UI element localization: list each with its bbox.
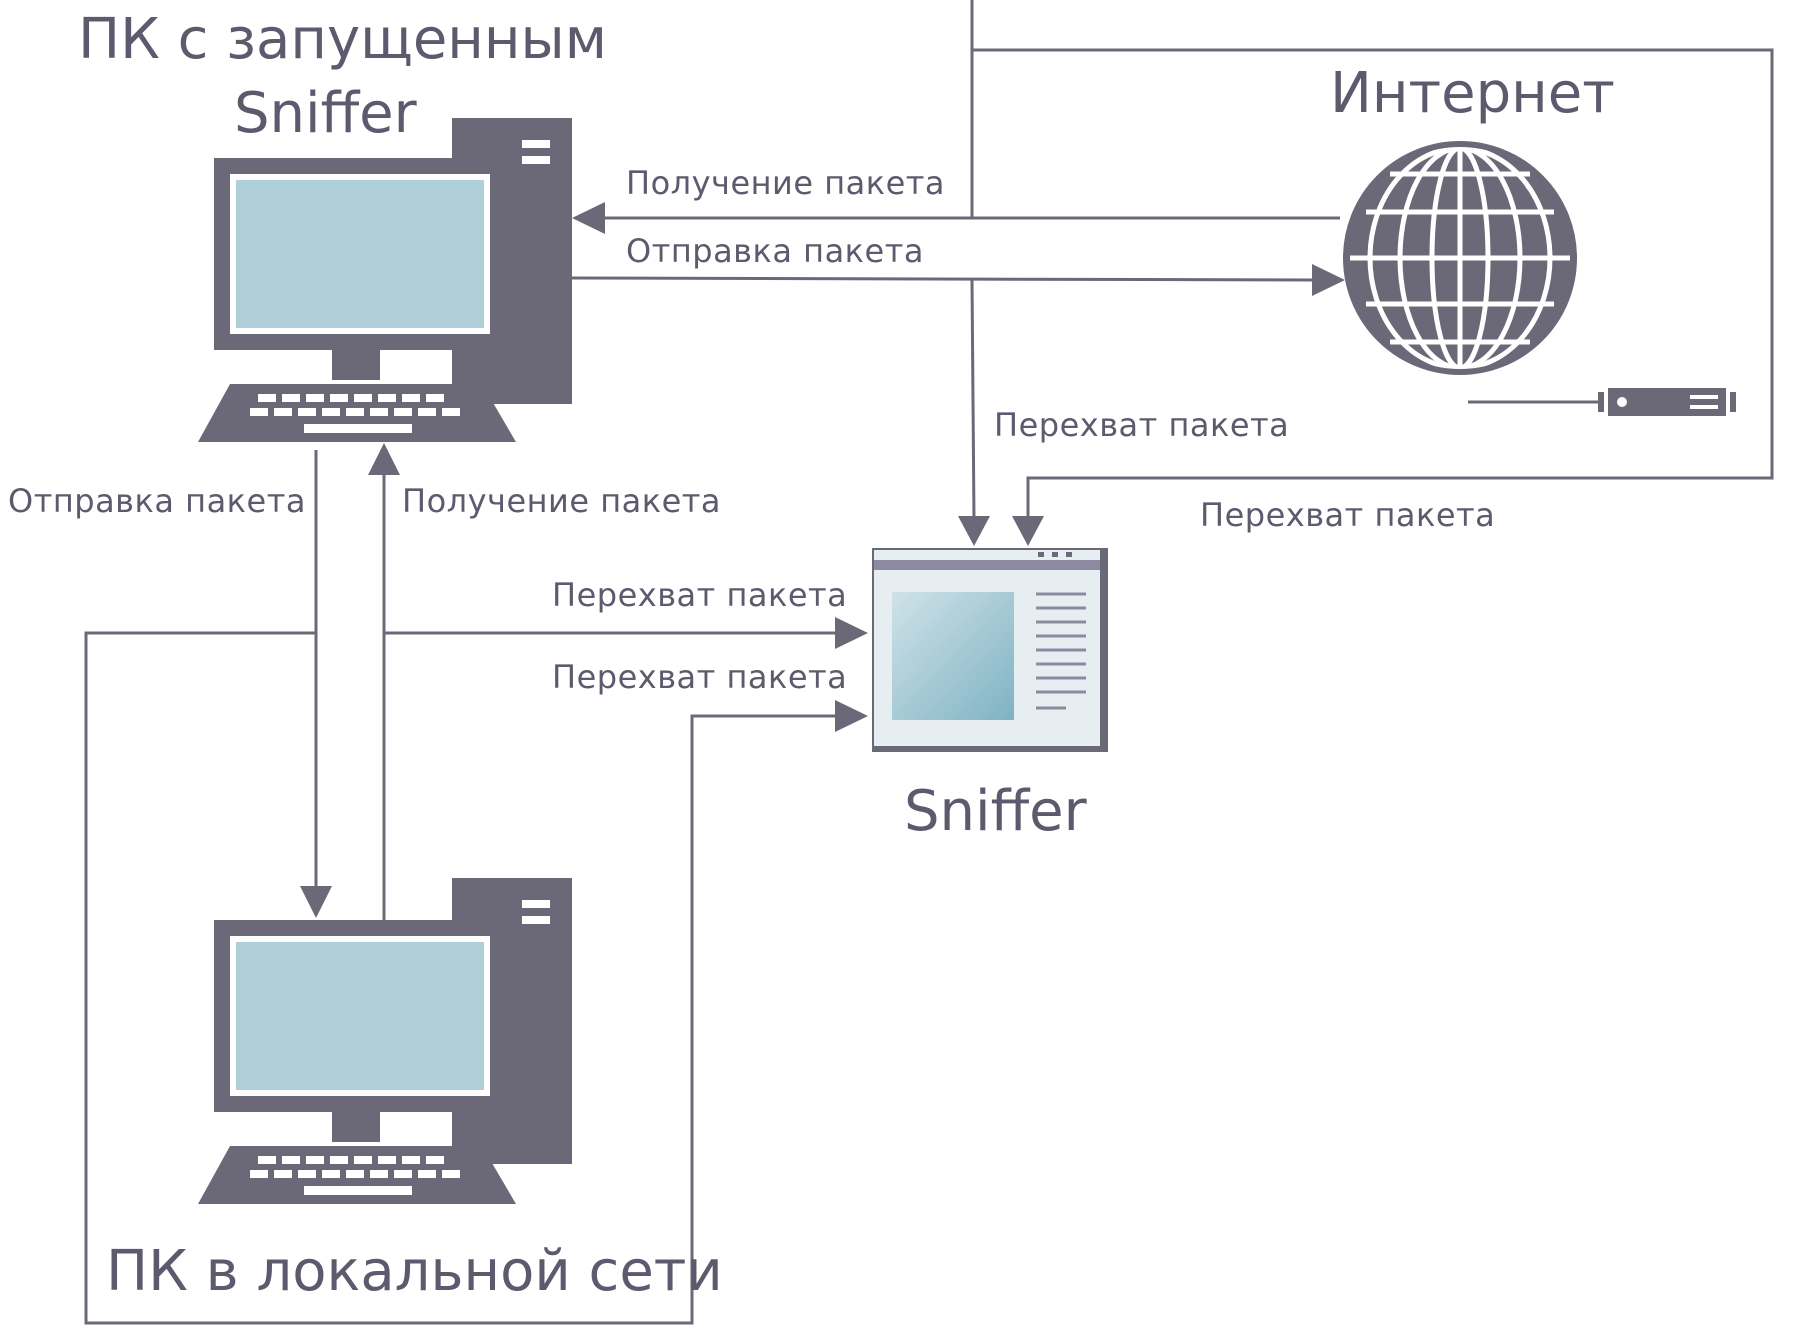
arrowhead-down-icon bbox=[1012, 516, 1044, 546]
desktop-computer-icon bbox=[198, 878, 572, 1204]
application-window-icon bbox=[872, 548, 1108, 752]
edge-label-internet-to-pc: Получение пакета bbox=[626, 164, 945, 202]
connector-intercept-local-1 bbox=[84, 631, 838, 1325]
edge-label-intercept-outer: Перехват пакета bbox=[1200, 496, 1495, 534]
edge-label-intercept-local-2: Перехват пакета bbox=[552, 658, 847, 696]
sniffer-pc-title-line2: Sniffer bbox=[234, 81, 418, 146]
edge-label-intercept-main: Перехват пакета bbox=[994, 406, 1289, 444]
desktop-computer-icon bbox=[198, 118, 572, 442]
connector-outer-loop bbox=[970, 48, 1774, 520]
arrowhead-right-icon bbox=[835, 700, 868, 732]
sniffer-pc-title: ПК с запущенным bbox=[78, 7, 607, 72]
arrowhead-up-icon bbox=[368, 443, 400, 475]
edge-label-local-receive: Получение пакета bbox=[402, 482, 721, 520]
arrowhead-left-icon bbox=[572, 202, 605, 234]
globe-icon bbox=[1343, 141, 1577, 375]
connector-pc-to-internet bbox=[571, 276, 1316, 282]
arrowhead-down-icon bbox=[958, 516, 990, 546]
modem-icon bbox=[1468, 388, 1736, 416]
arrowhead-right-icon bbox=[1312, 264, 1345, 296]
sniffer-app-title: Sniffer bbox=[904, 779, 1088, 844]
arrowhead-down-icon bbox=[300, 886, 332, 918]
arrowhead-right-icon bbox=[835, 617, 868, 649]
internet-title: Интернет bbox=[1330, 61, 1615, 126]
edge-label-pc-to-internet: Отправка пакета bbox=[626, 232, 924, 270]
edge-label-local-send: Отправка пакета bbox=[8, 482, 306, 520]
local-pc-title: ПК в локальной сети bbox=[106, 1239, 723, 1304]
edge-label-intercept-local-1: Перехват пакета bbox=[552, 576, 847, 614]
connector-intercept-main-down bbox=[970, 279, 976, 521]
